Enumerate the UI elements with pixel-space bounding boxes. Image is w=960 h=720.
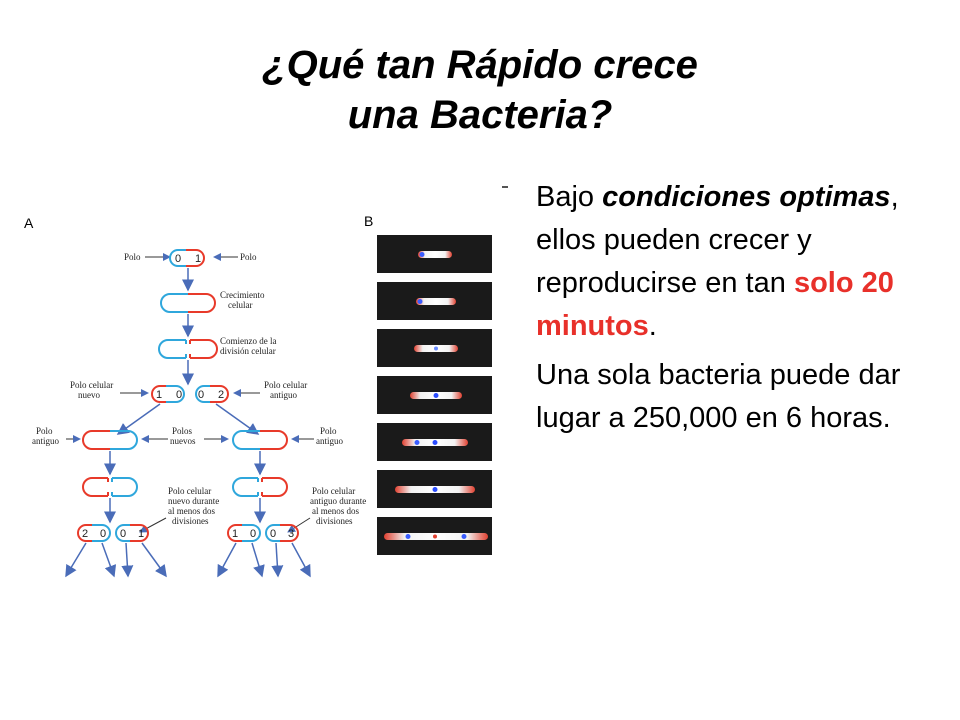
label-polo-antiguo-2: antiguo xyxy=(270,390,297,400)
label-nuevo-durante-3: al menos dos xyxy=(168,506,215,516)
label-crecimiento-2: celular xyxy=(228,300,252,310)
final-pole-5: 1 xyxy=(232,528,238,540)
label-polo-antiguo-1: Polo celular xyxy=(264,380,307,390)
cell-dividing-right xyxy=(232,477,288,497)
cell-initial: 0 1 xyxy=(169,249,205,267)
paragraph-1: Bajo condiciones optimas, ellos pueden c… xyxy=(536,176,956,348)
label-polo-nuevo-2: nuevo xyxy=(78,390,100,400)
label-antiguo-durante-2: antiguo durante xyxy=(310,496,366,506)
label-polo-left: Polo xyxy=(124,252,141,262)
label-comienzo-1: Comienzo de la xyxy=(220,336,276,346)
cell-dividing-left xyxy=(82,477,138,497)
final-pole-6: 0 xyxy=(250,528,256,540)
p1-part-a: Bajo xyxy=(536,181,603,213)
p1-period: . xyxy=(648,310,657,342)
label-polos-nuevos-1: Polos xyxy=(172,426,193,436)
cells-final-right: 1 0 0 3 xyxy=(227,524,299,542)
p1-part-c: , ellos pueden crecer y reproducirse en … xyxy=(536,181,899,299)
label-polo-antiguo-right-1: Polo xyxy=(320,426,337,436)
cell-daughter-left: 1 0 xyxy=(151,385,185,403)
cell-dividing xyxy=(158,339,218,359)
cell-initial-pole-left: 0 xyxy=(175,253,181,265)
title-line-1: ¿Qué tan Rápido crece xyxy=(262,43,698,87)
cell-left-pole-a: 1 xyxy=(156,389,162,401)
cell-initial-pole-right: 1 xyxy=(195,253,201,265)
label-comienzo-2: división celular xyxy=(220,346,276,356)
label-polo-antiguo-right-2: antiguo xyxy=(316,436,343,446)
title-line-2: una Bacteria? xyxy=(347,93,613,137)
final-pole-8: 3 xyxy=(288,528,294,540)
cell-left-pole-b: 0 xyxy=(176,389,182,401)
cell-growing xyxy=(160,293,216,313)
final-pole-7: 0 xyxy=(270,528,276,540)
p1-highlight: solo 20 minutos xyxy=(536,267,894,342)
slide-title: ¿Qué tan Rápido crece una Bacteria? xyxy=(0,40,960,140)
figure-svg: A B Polo Polo 0 1 Crecimiento celular Co… xyxy=(24,213,492,578)
micrograph-panel xyxy=(377,235,492,555)
cell-right-pole-b: 2 xyxy=(218,389,224,401)
cells-final-left: 2 0 0 1 xyxy=(77,524,149,542)
body-text: Bajo condiciones optimas, ellos pueden c… xyxy=(536,176,956,446)
panel-a-label: A xyxy=(24,215,34,231)
label-polo-antiguo-left-2: antiguo xyxy=(32,436,59,446)
label-antiguo-durante-1: Polo celular xyxy=(312,486,355,496)
cell-grown-right xyxy=(232,430,288,450)
panel-b-label: B xyxy=(364,213,373,229)
label-polos-nuevos-2: nuevos xyxy=(170,436,196,446)
label-polo-antiguo-left-1: Polo xyxy=(36,426,53,436)
label-antiguo-durante-4: divisiones xyxy=(316,516,353,526)
label-nuevo-durante-2: nuevo durante xyxy=(168,496,219,506)
cell-grown-left xyxy=(82,430,138,450)
label-antiguo-durante-3: al menos dos xyxy=(312,506,359,516)
paragraph-2: Una sola bacteria puede dar lugar a 250,… xyxy=(536,359,901,434)
bacteria-division-figure: A B Polo Polo 0 1 Crecimiento celular Co… xyxy=(20,188,500,588)
final-pole-4: 1 xyxy=(138,528,144,540)
decorative-tick xyxy=(502,186,508,188)
label-nuevo-durante-4: divisiones xyxy=(172,516,209,526)
final-pole-1: 2 xyxy=(82,528,88,540)
label-polo-nuevo-1: Polo celular xyxy=(70,380,113,390)
final-pole-2: 0 xyxy=(100,528,106,540)
label-polo-right: Polo xyxy=(240,252,257,262)
p1-emphasis: condiciones optimas xyxy=(602,181,891,213)
cell-daughter-right: 0 2 xyxy=(195,385,229,403)
cell-right-pole-a: 0 xyxy=(198,389,204,401)
final-pole-3: 0 xyxy=(120,528,126,540)
label-crecimiento-1: Crecimiento xyxy=(220,290,265,300)
label-nuevo-durante-1: Polo celular xyxy=(168,486,211,496)
